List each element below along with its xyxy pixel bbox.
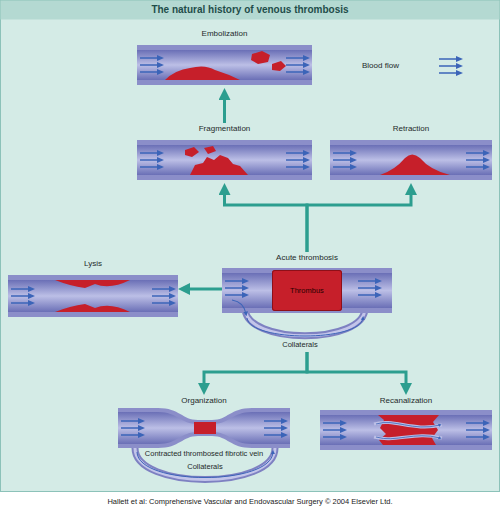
process-arrow — [223, 94, 226, 123]
retracted-thrombus — [380, 155, 450, 176]
flow-arrows — [121, 418, 145, 438]
diverted-flow — [232, 300, 246, 314]
fragmenting-thrombus — [190, 155, 248, 175]
stage-heading: Lysis — [8, 258, 178, 270]
organized-thrombus — [194, 422, 216, 434]
legend-text: Blood flow — [362, 56, 399, 76]
thrombus-fragment — [185, 147, 199, 157]
process-arrow — [204, 352, 307, 389]
flow-arrows — [140, 55, 164, 75]
flow-arrows — [466, 150, 490, 170]
recanalized-thrombus — [378, 415, 439, 445]
process-arrow — [307, 352, 406, 389]
vein-lumen — [137, 50, 312, 80]
recanalized-channel — [374, 436, 442, 439]
flow-arrows — [358, 278, 382, 298]
flow-arrows — [264, 418, 288, 438]
annotation-label: Collaterals — [170, 462, 240, 471]
flow-arrows — [11, 286, 35, 306]
residual-thrombus — [165, 66, 240, 80]
stage-heading: Acute thrombosis — [222, 252, 392, 264]
flow-arrows — [140, 150, 164, 170]
stage-panel: Recanalization — [320, 395, 492, 455]
legend: Blood flow — [362, 56, 482, 76]
title-band — [1, 1, 500, 20]
vein-wall — [320, 410, 492, 450]
diagram-title: The natural history of venous thrombosis — [0, 4, 500, 16]
collateral-flow — [247, 318, 363, 336]
vein-wall — [330, 140, 492, 180]
flow-arrows — [323, 420, 347, 440]
process-arrow — [184, 288, 222, 291]
figure-panel — [1, 1, 500, 492]
vein-wall — [137, 140, 312, 180]
thrombus-fragment — [204, 146, 216, 154]
stage-heading: Retraction — [330, 123, 492, 135]
stage-heading: Organization — [118, 395, 290, 407]
legend-row: Blood flow — [362, 56, 482, 76]
vein-lumen — [330, 145, 492, 175]
flow-arrows — [333, 150, 357, 170]
vein-wall — [137, 45, 312, 85]
flow-arrows — [225, 278, 249, 298]
stage-panel: Embolization — [137, 28, 312, 88]
stage-panel: Retraction — [330, 123, 492, 183]
stage-panel: Acute thrombosisThrombus — [222, 252, 392, 352]
lysing-thrombus — [55, 280, 130, 288]
process-arrow — [225, 189, 308, 252]
vein-wall — [8, 275, 178, 317]
vein-lumen — [118, 412, 290, 444]
stage-heading: Embolization — [137, 28, 312, 40]
stage-heading: Fragmentation — [137, 123, 312, 135]
thrombus-label: Thrombus — [290, 286, 324, 295]
stage-panel: Organization — [118, 395, 290, 485]
vein-lumen — [320, 415, 492, 445]
figure-caption: Hallett et al: Comprehensive Vascular an… — [0, 497, 500, 507]
vein-lumen — [137, 145, 312, 175]
flow-arrows — [286, 55, 310, 75]
legend-sample — [439, 56, 465, 76]
recanalized-channel — [374, 422, 442, 427]
embolus — [251, 51, 270, 64]
flow-arrows — [286, 150, 310, 170]
channel-flow — [376, 436, 440, 439]
embolus — [272, 61, 286, 71]
stage-panel: Fragmentation — [137, 123, 312, 183]
stage-panel: Lysis — [8, 258, 178, 320]
process-arrow — [307, 189, 411, 252]
flow-arrows — [439, 56, 463, 76]
stage-heading: Recanalization — [320, 395, 492, 407]
vein-lumen — [8, 280, 178, 312]
flow-arrows — [466, 420, 490, 440]
thrombus-shape: Thrombus — [272, 270, 342, 311]
lysing-thrombus — [55, 304, 130, 312]
vein-wall — [222, 268, 392, 313]
annotation-label: Contracted thrombosed fibrotic vein — [119, 449, 289, 458]
annotation-label: Collaterals — [255, 340, 345, 349]
channel-flow — [376, 422, 440, 427]
fibrotic-vein-wall — [118, 408, 290, 448]
flow-arrows — [152, 286, 176, 306]
